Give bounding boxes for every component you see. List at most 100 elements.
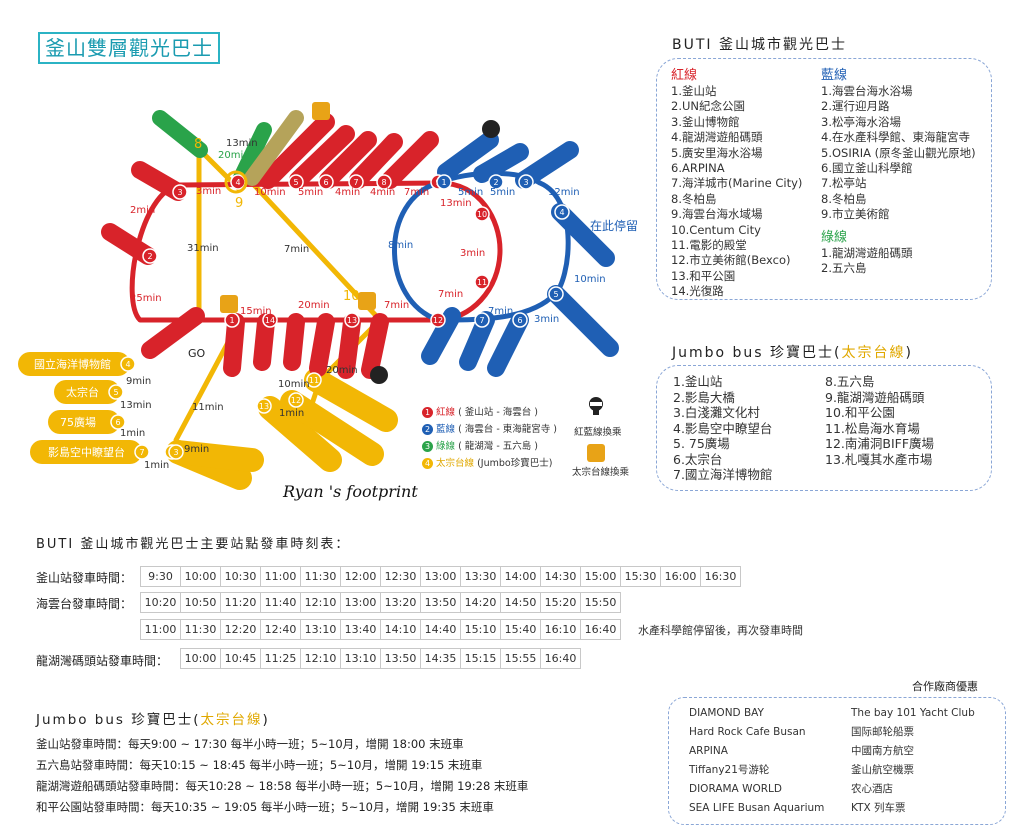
time-label: 1min <box>279 408 305 419</box>
time-label: 3min <box>534 314 560 325</box>
time-label: 11min <box>192 402 224 413</box>
station-dot-red <box>474 274 490 290</box>
partner-item: Hard Rock Cafe Busan <box>689 726 806 738</box>
time-label: 25min <box>130 293 162 304</box>
partners-left: DIAMOND BAY Hard Rock Cafe Busan ARPINA … <box>689 704 824 818</box>
partner-item: DIORAMA WORLD <box>689 783 782 795</box>
timetable-cell: 13:30 <box>460 566 501 587</box>
station-dot-yellow <box>256 398 272 414</box>
list-item: 9.海雲台海水域場 <box>671 207 763 222</box>
station-number: 13 <box>259 402 269 411</box>
station-dot-blue <box>512 312 528 328</box>
list-item: 5. 75廣場 <box>673 436 730 451</box>
go-star: GO <box>188 347 206 360</box>
station-number: 4 <box>559 208 564 217</box>
list-item: 4.在水產科學館、東海龍宮寺 <box>821 130 970 145</box>
station-dot-red <box>430 312 446 328</box>
bus-transfer-icon <box>312 102 330 120</box>
station-dot-red <box>348 174 364 190</box>
station-number: 7 <box>353 178 358 187</box>
red-line-heading: 紅線 <box>671 68 698 83</box>
station-number: 4 <box>125 360 130 369</box>
row-label: 海雲台發車時間： <box>36 597 133 611</box>
list-item: 8.冬柏島 <box>671 191 717 206</box>
partner-item: 农心酒店 <box>851 783 893 795</box>
time-label: 3min <box>196 186 222 197</box>
time-label: 7min <box>284 244 310 255</box>
station-dot-red <box>262 312 278 328</box>
timetable-cell: 13:50 <box>380 648 421 669</box>
timetable-cell: 15:10 <box>460 619 501 640</box>
green-branch-2 <box>152 110 208 158</box>
station-number: 7 <box>139 448 144 457</box>
list-item: 4.影島空中瞭望台 <box>673 420 773 436</box>
station-number: 7 <box>479 316 484 325</box>
timetable-cell: 13:10 <box>340 648 381 669</box>
map-legend: 1 紅線 ( 釜山站 - 海雲台 ) 2 藍線 ( 海雲台 - 東海龍宮寺 ) … <box>422 404 557 472</box>
list-item: 4.龍湖灣遊船碼頭 <box>671 130 763 145</box>
red-blue-transfer-icon <box>586 396 606 416</box>
station-dot-blue <box>474 312 490 328</box>
timetable-cell: 11:30 <box>180 619 221 640</box>
station-number: 12 <box>291 396 301 405</box>
timetable-cell: 13:00 <box>340 592 381 613</box>
time-label: 20min <box>218 150 250 161</box>
list-item: 12.南浦洞BIFF廣場 <box>825 436 935 451</box>
partner-item: KTX 列车票 <box>851 802 906 814</box>
station-number: 3 <box>523 178 528 187</box>
legend-item-yellow: 4 太宗台線 (Jumbo珍寶巴士) <box>422 455 557 472</box>
list-item: 3.釜山博物館 <box>671 114 740 129</box>
list-item: 11.電影的殿堂 <box>671 238 747 253</box>
jumbo-list-left: 1.釜山站 2.影島大橋 3.白淺灘文化村 4.影島空中瞭望台 5. 75廣場 … <box>673 374 772 483</box>
partner-item: SEA LIFE Busan Aquarium <box>689 802 825 814</box>
station-number: 13 <box>347 316 357 325</box>
green-line-heading: 綠線 <box>821 229 848 245</box>
schedule-line: 釜山站發車時間：每天9:00 ~ 17:30 每半小時一班；5~10月，增開 1… <box>36 737 464 751</box>
time-label: 7min <box>438 289 464 300</box>
timetable-cell: 11:30 <box>300 566 341 587</box>
timetable-cell: 14:20 <box>460 592 501 613</box>
time-label: 10min <box>254 187 286 198</box>
list-item: 5.廣安里海水浴場 <box>671 145 763 160</box>
bus-transfer-icon <box>220 295 238 313</box>
timetable-title: BUTI 釜山城市觀光巴士主要站點發車時刻表： <box>36 537 351 552</box>
station-dot-yellow <box>110 414 126 430</box>
timetable-cell: 16:30 <box>700 566 741 587</box>
timetable-cell: 13:10 <box>300 619 341 640</box>
time-label: 15min <box>240 306 272 317</box>
timetable-cell: 15:15 <box>460 648 501 669</box>
time-label: 8min <box>388 240 414 251</box>
timetable-cell: 13:20 <box>380 592 421 613</box>
station-dot-red <box>172 184 188 200</box>
yellow-branches <box>18 352 398 490</box>
list-item: 8.冬柏島 <box>821 191 867 206</box>
station-dots: 12345678910111213141234567456723111213 <box>108 170 570 460</box>
station-label: 影島空中瞭望台 <box>48 446 125 459</box>
olive-branch <box>244 110 304 186</box>
station-number: 6 <box>115 418 120 427</box>
stop-here-label: 在此停留 <box>590 219 639 233</box>
timetable-cell: 10:20 <box>140 592 181 613</box>
time-label: 1min <box>144 460 170 471</box>
timetable-cell: 11:25 <box>260 648 301 669</box>
time-label: 5min <box>458 187 484 198</box>
partner-item: ARPINA <box>689 745 728 757</box>
station-number: 2 <box>493 178 498 187</box>
station-dot-blue <box>518 174 534 190</box>
timetable-cell: 10:45 <box>220 648 261 669</box>
list-item: 14.光復路 <box>671 284 724 299</box>
list-item: 1.海雲台海水浴場 <box>821 84 913 98</box>
time-label: 5min <box>298 187 324 198</box>
station-number: 8 <box>381 178 386 187</box>
list-item: 10.和平公園 <box>825 405 895 420</box>
time-label: 10min <box>574 274 606 285</box>
timetable-cell: 14:35 <box>420 648 461 669</box>
yongho-transfer-ring <box>224 170 248 194</box>
station-dot-red <box>288 174 304 190</box>
station-number: 5 <box>553 290 558 299</box>
list-item: 1.龍湖灣遊船碼頭 <box>821 245 913 260</box>
timetable-cell: 11:00 <box>260 566 301 587</box>
